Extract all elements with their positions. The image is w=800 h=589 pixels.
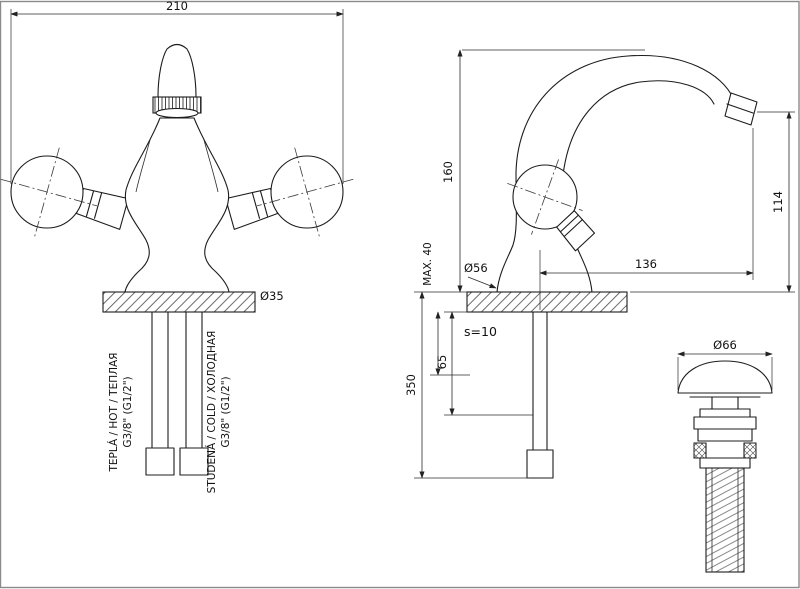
dim-cap-diameter-label: Ø66 xyxy=(713,338,737,352)
drain-flanges xyxy=(693,408,757,469)
cold-handle-stem xyxy=(225,187,279,230)
hot-pipe-nut xyxy=(145,447,175,476)
dim-shank-length-label: 65 xyxy=(435,355,449,370)
dim-height-to-top-label: 160 xyxy=(441,161,455,183)
dim-supply-length: 350 xyxy=(404,291,529,479)
dim-base-diameter: Ø56 xyxy=(464,261,497,289)
shank-side xyxy=(526,311,554,479)
body-reflection-left xyxy=(135,139,151,193)
dim-shank-length: 65 xyxy=(435,311,533,416)
spout-outer-curve xyxy=(496,54,734,293)
mounting-plate-side xyxy=(466,291,628,313)
dim-outlet-height-label: 114 xyxy=(771,191,785,213)
cold-handle-ball xyxy=(256,147,354,237)
drain-threaded-tail xyxy=(705,467,745,573)
dim-max-deck-label: MAX. 40 xyxy=(422,242,434,285)
supply-pipes-front xyxy=(145,311,209,476)
drain-assembly: Ø66 xyxy=(677,338,773,573)
dim-spout-reach-label: 136 xyxy=(635,257,657,271)
dim-cap-diameter: Ø66 xyxy=(677,338,773,390)
dim-supply-length-label: 350 xyxy=(404,374,418,396)
body-reflection-right xyxy=(203,139,219,193)
dim-overall-width: 210 xyxy=(10,0,344,184)
hot-handle-ball xyxy=(0,147,98,237)
spout-inner-curve xyxy=(562,80,715,293)
dim-shank-diameter-label: Ø35 xyxy=(260,289,284,303)
cold-thread-label: G3/8" (G1/2") xyxy=(220,376,232,447)
side-handle-ball xyxy=(507,159,583,235)
dim-overall-width-label: 210 xyxy=(166,0,188,13)
spout-aerator-tip xyxy=(724,92,758,126)
drain-cap xyxy=(677,360,773,410)
aerator-outlet xyxy=(155,107,199,119)
cold-pipe-nut xyxy=(179,447,209,476)
drain-washer-left xyxy=(693,442,707,459)
hot-thread-label: G3/8" (G1/2") xyxy=(122,376,134,447)
drain-washer-right xyxy=(743,442,757,459)
hot-handle-stem xyxy=(75,187,129,230)
hot-supply-label: TEPLÁ / HOT / ТЕПЛАЯ xyxy=(107,353,120,473)
cold-supply-label: STUDENÁ / COLD / ХОЛОДНАЯ xyxy=(205,331,218,494)
faucet-body-front xyxy=(124,117,230,293)
side-handle-stem xyxy=(556,210,596,252)
dim-base-diameter-label: Ø56 xyxy=(464,261,488,275)
side-view: s=10 160 114 136 Ø56 xyxy=(404,49,795,479)
front-view: 210 xyxy=(0,0,354,494)
mounting-plate-front xyxy=(102,291,256,313)
dim-spout-reach: 136 xyxy=(539,128,754,310)
dim-outlet-height: 114 xyxy=(630,111,795,293)
dim-height-to-top: 160 xyxy=(441,49,645,293)
shank-nut xyxy=(526,449,554,479)
dim-plate-thickness-label: s=10 xyxy=(464,324,497,339)
spout-head xyxy=(152,43,202,119)
